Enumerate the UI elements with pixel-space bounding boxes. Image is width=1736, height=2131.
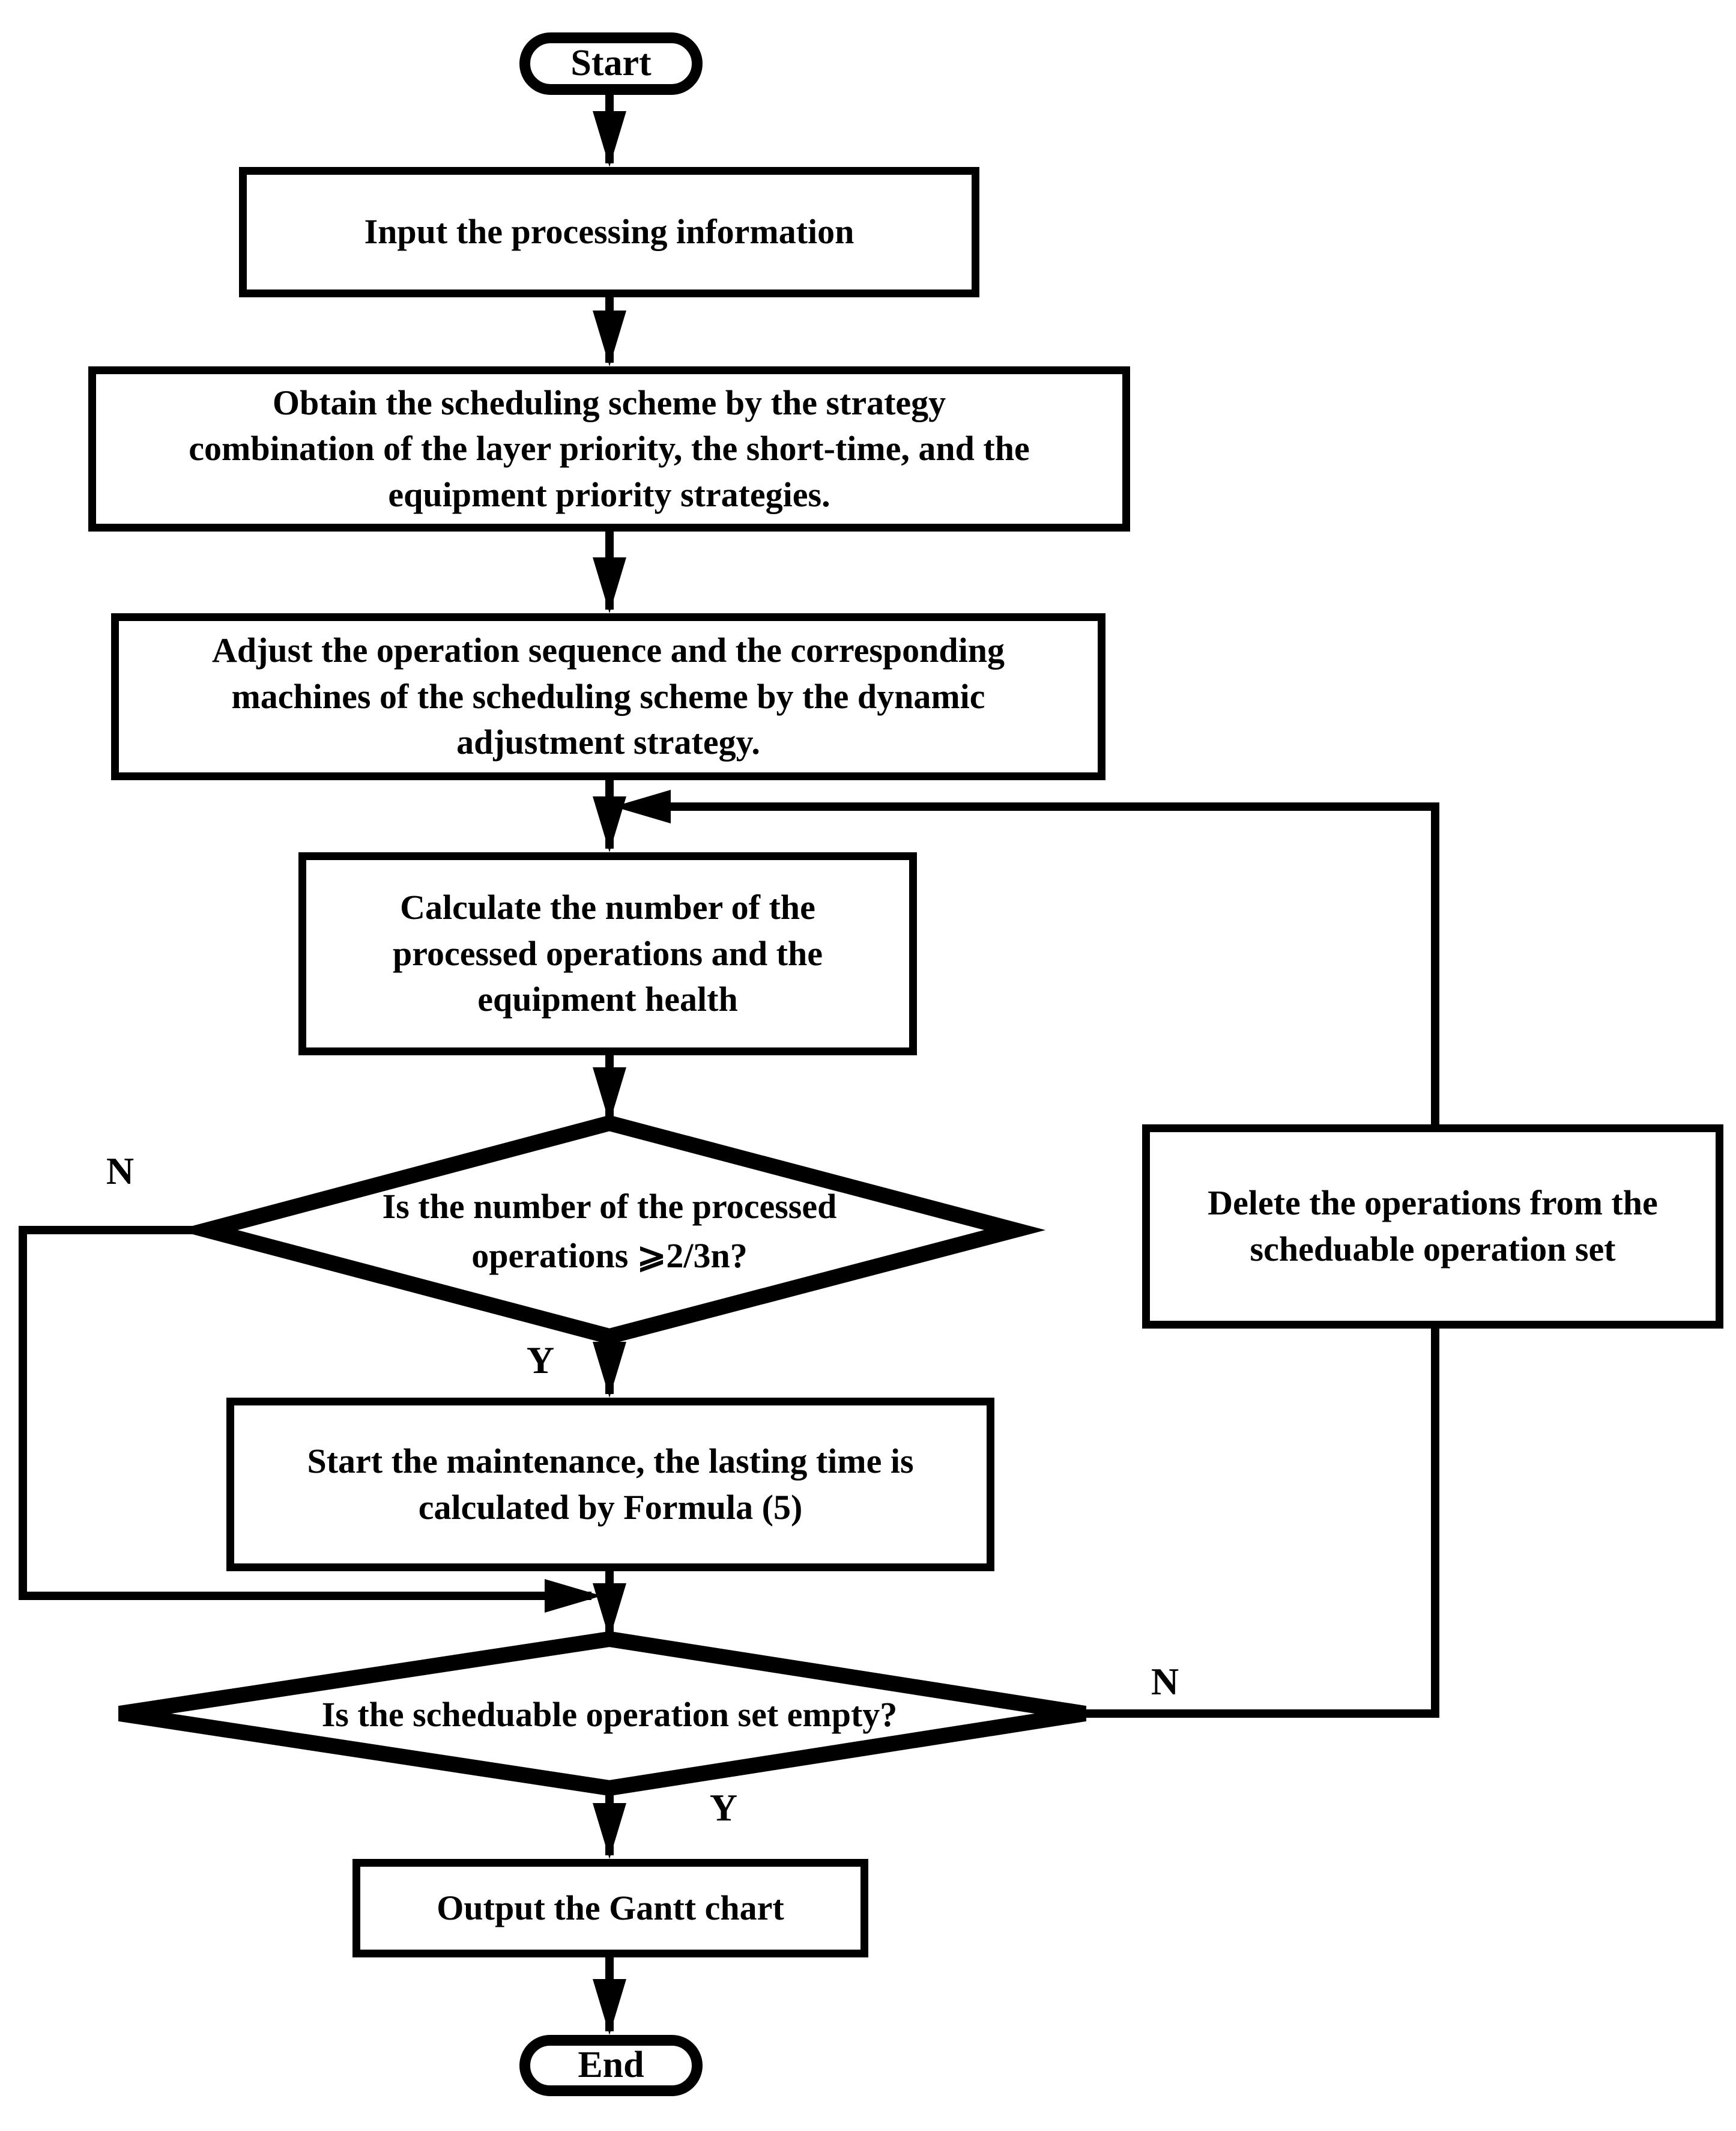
edge-decision1-no-bypass [19, 1226, 591, 1600]
delete-operations-box: Delete the operations from the scheduabl… [1142, 1124, 1723, 1329]
input-label: Input the processing information [364, 212, 854, 252]
calculate-line-2: processed operations and the [393, 933, 823, 973]
adjust-operation-sequence-box: Adjust the operation sequence and the co… [111, 613, 1105, 780]
decision1-no-label: N [106, 1150, 135, 1192]
obtain-line-1: Obtain the scheduling scheme by the stra… [272, 383, 946, 422]
output-gantt-chart-box: Output the Gantt chart [352, 1859, 868, 1957]
arrowhead-into-obtain [593, 311, 626, 366]
obtain-scheduling-scheme-box: Obtain the scheduling scheme by the stra… [88, 366, 1130, 532]
decision2-diamond [118, 1631, 1087, 1796]
maintenance-line-2: calculated by Formula (5) [418, 1487, 803, 1527]
input-processing-info-box: Input the processing information [239, 167, 979, 297]
decision2-yes-label: Y [709, 1786, 738, 1829]
end-label: End [578, 2045, 644, 2086]
arrowhead-into-output [593, 1803, 626, 1859]
calculate-line-3: equipment health [477, 980, 738, 1019]
delete-line-1: Delete the operations from the [1208, 1183, 1658, 1223]
calculate-operations-health-box: Calculate the number of the processed op… [298, 852, 917, 1055]
arrowhead-into-decision2 [593, 1583, 626, 1639]
start-label: Start [570, 43, 652, 84]
output-label: Output the Gantt chart [437, 1888, 784, 1927]
arrowhead-into-calculate [593, 796, 626, 852]
arrowhead-feedback-left [614, 790, 671, 823]
arrowhead-into-decision1 [593, 1067, 626, 1123]
arrowhead-into-input [593, 111, 626, 167]
adjust-line-3: adjustment strategy. [456, 723, 760, 762]
end-terminator: End [519, 2035, 703, 2096]
decision2-no-label: N [1151, 1660, 1179, 1703]
calculate-line-1: Calculate the number of the [400, 888, 815, 927]
start-terminator: Start [519, 32, 703, 95]
obtain-line-3: equipment priority strategies. [388, 474, 830, 514]
delete-line-2: scheduable operation set [1250, 1229, 1616, 1269]
adjust-line-1: Adjust the operation sequence and the co… [211, 631, 1005, 670]
arrowhead-into-maintenance [593, 1342, 626, 1398]
arrowhead-into-end [593, 1979, 626, 2035]
obtain-line-2: combination of the layer priority, the s… [189, 429, 1030, 468]
decision1-diamond [177, 1115, 1046, 1345]
start-maintenance-box: Start the maintenance, the lasting time … [226, 1398, 994, 1571]
maintenance-line-1: Start the maintenance, the lasting time … [307, 1441, 914, 1481]
adjust-line-2: machines of the scheduling scheme by the… [231, 676, 985, 716]
arrowhead-bypass-right [545, 1579, 602, 1613]
arrowhead-into-adjust [593, 557, 626, 613]
decision1-yes-label: Y [526, 1339, 555, 1381]
